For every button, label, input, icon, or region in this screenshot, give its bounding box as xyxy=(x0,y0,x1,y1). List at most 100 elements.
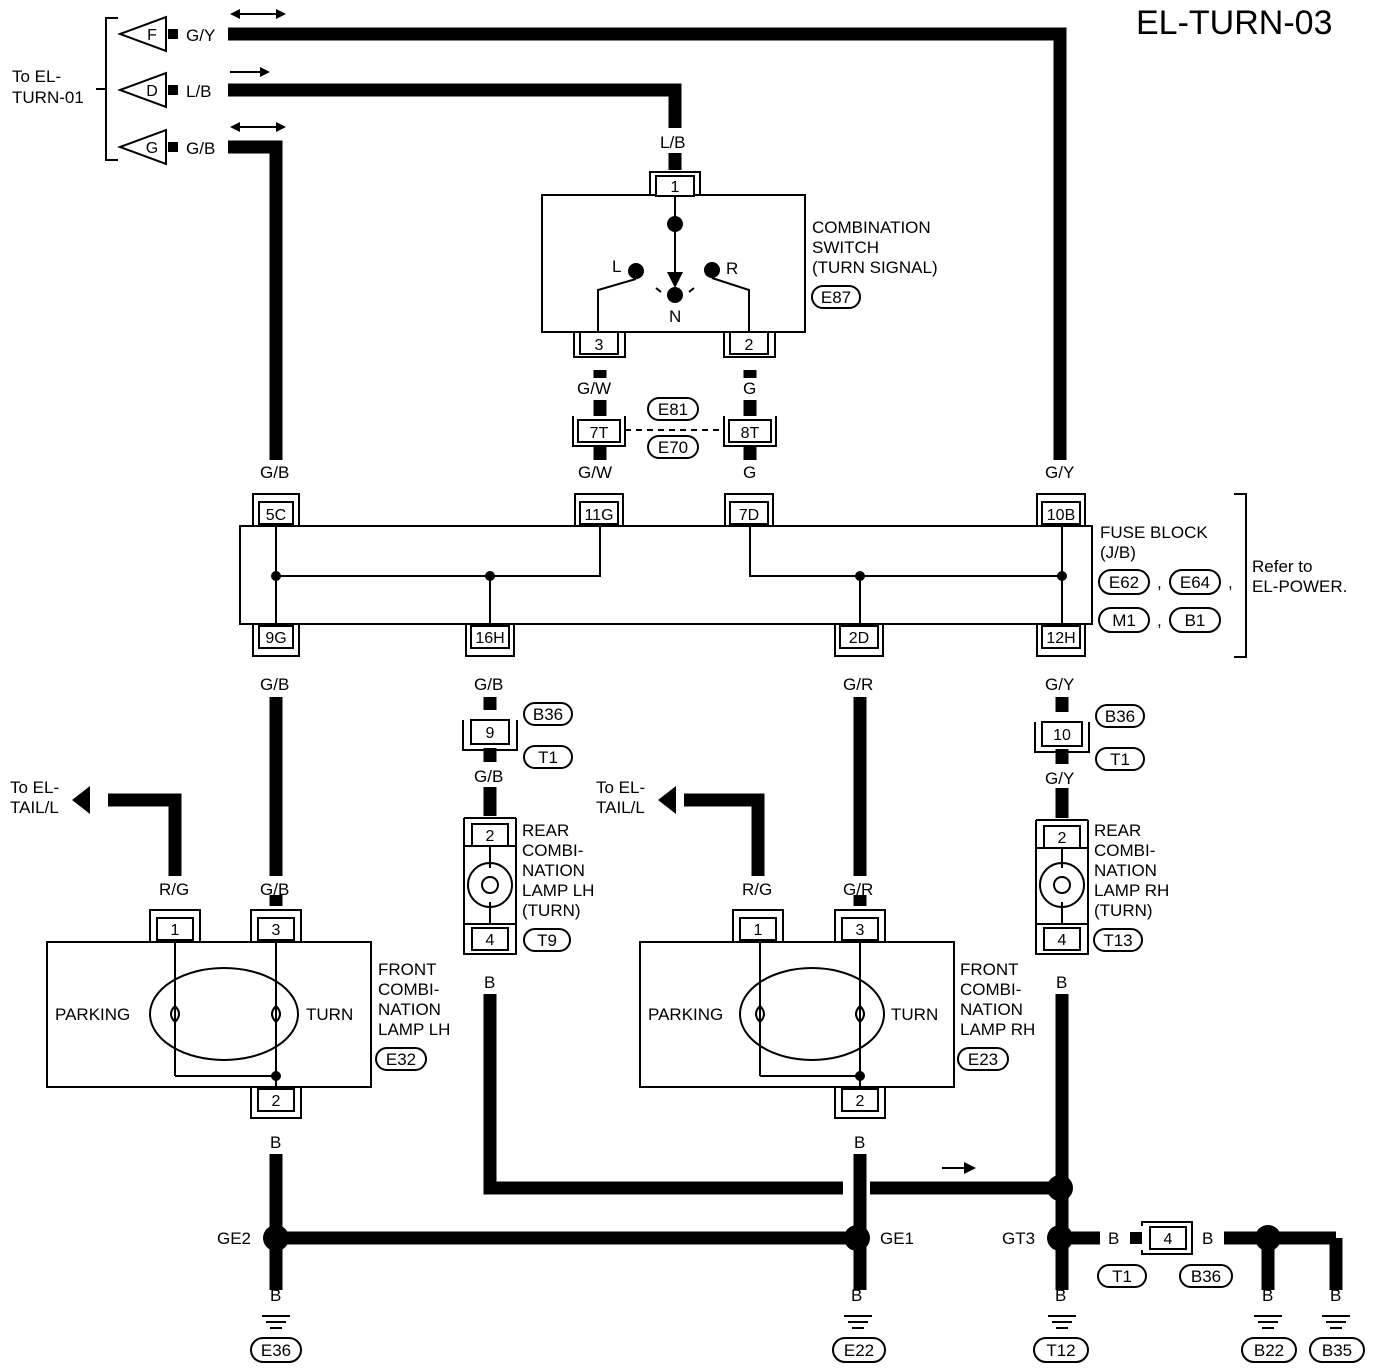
joint-pin-7t: 7T xyxy=(590,425,609,442)
connector-g[interactable]: G xyxy=(117,128,178,166)
svg-text:3: 3 xyxy=(856,922,865,939)
wire-f-label: G/Y xyxy=(186,26,215,45)
combination-switch: L/B 1 3 2 L R N COMBINATION SW xyxy=(541,133,938,358)
wires-top xyxy=(228,27,1067,460)
svg-text:R/G: R/G xyxy=(115,791,145,810)
connector-f-letter: F xyxy=(147,27,157,44)
svg-text:G/R: G/R xyxy=(843,880,873,899)
joint-connector-e81: E81 xyxy=(658,400,688,419)
rear-lamp-lh-connector: T9 xyxy=(537,931,557,950)
front-lamp-lh-box xyxy=(46,941,372,1088)
fb-connector-e64: E64 xyxy=(1180,573,1210,592)
svg-text:R/G: R/G xyxy=(159,880,189,899)
fb-top-wire-4: G/Y xyxy=(1045,463,1074,482)
fuse-block-name-2: (J/B) xyxy=(1100,543,1136,562)
fb-bottom-wire-4: G/Y xyxy=(1045,675,1074,694)
svg-text:2D: 2D xyxy=(849,630,869,647)
svg-text:COMBI-: COMBI- xyxy=(378,980,439,999)
wire-gb-main xyxy=(228,140,283,460)
connector-f[interactable]: F xyxy=(117,15,178,53)
svg-text:E22: E22 xyxy=(844,1341,874,1360)
ground-inline-b36: B36 xyxy=(1191,1267,1221,1286)
svg-text:1: 1 xyxy=(171,922,180,939)
svg-text:LAMP LH: LAMP LH xyxy=(522,881,594,900)
signal-arrow-bottom xyxy=(942,1162,976,1174)
svg-text:B22: B22 xyxy=(1254,1341,1284,1360)
fb-connector-b1: B1 xyxy=(1185,611,1206,630)
wire-d-label: L/B xyxy=(186,82,212,101)
svg-text:GT3: GT3 xyxy=(1002,1229,1035,1248)
svg-text:B: B xyxy=(1330,1286,1341,1305)
svg-text:NATION: NATION xyxy=(522,861,585,880)
inline-10-wire: G/Y xyxy=(1045,769,1074,788)
rear-lamp-lh: 2 4 REAR COMBI- NATION LAMP LH (TURN) T9… xyxy=(463,817,594,992)
front-lamp-lh-connector: E32 xyxy=(386,1050,416,1069)
svg-text:B: B xyxy=(484,973,495,992)
svg-text:,: , xyxy=(1157,573,1162,592)
svg-text:LAMP RH: LAMP RH xyxy=(960,1020,1035,1039)
junction-dot-bus xyxy=(1047,1175,1073,1201)
ground-t12: B T12 xyxy=(1033,1286,1089,1363)
fb-pin-12h: 12H xyxy=(1036,624,1086,657)
switch-name-3: (TURN SIGNAL) xyxy=(812,258,938,277)
inline-9-t1: T1 xyxy=(538,748,558,767)
refer-bracket xyxy=(1234,493,1247,658)
combination-switch-box xyxy=(541,194,806,333)
wire-g-label: G/B xyxy=(186,139,215,158)
svg-text:REAR: REAR xyxy=(1094,821,1141,840)
inline-10-t1: T1 xyxy=(1110,750,1130,769)
to-tail-right: To EL- TAIL/L R/G xyxy=(596,778,730,817)
svg-text:3: 3 xyxy=(272,922,281,939)
wire-gw-label-1: G/W xyxy=(577,379,611,398)
svg-text:1: 1 xyxy=(671,179,680,196)
svg-text:B: B xyxy=(1056,973,1067,992)
switch-name-2: SWITCH xyxy=(812,238,879,257)
wire-gy-main xyxy=(228,27,1067,460)
svg-text:T12: T12 xyxy=(1046,1341,1075,1360)
inline-connector-10: 10 B36 T1 G/Y xyxy=(1034,704,1145,788)
joint-connectors: 7T 8T E81 E70 xyxy=(572,397,777,459)
svg-text:1: 1 xyxy=(754,922,763,939)
svg-text:COMBI-: COMBI- xyxy=(522,841,583,860)
svg-text:TURN: TURN xyxy=(306,1005,353,1024)
switch-position-n: N xyxy=(669,307,681,326)
ground-symbols: B E36 B E22 B T12 B xyxy=(250,1286,1365,1363)
fb-top-wire-1: G/B xyxy=(260,463,289,482)
rear-lamp-rh-connector: T13 xyxy=(1103,931,1132,950)
svg-text:B: B xyxy=(1055,1286,1066,1305)
fb-connector-e62: E62 xyxy=(1109,573,1139,592)
svg-text:3: 3 xyxy=(595,337,604,354)
direction-arrows xyxy=(230,9,286,132)
svg-text:TURN: TURN xyxy=(891,1005,938,1024)
svg-text:LAMP LH: LAMP LH xyxy=(378,1020,450,1039)
svg-text:FRONT: FRONT xyxy=(378,960,437,979)
switch-name-1: COMBINATION xyxy=(812,218,931,237)
fb-top-wire-2: G/W xyxy=(578,463,612,482)
fuse-block: 5C 11G 7D 10B 9G 16H xyxy=(239,493,1347,658)
fb-pin-10b: 10B xyxy=(1036,493,1086,526)
rear-lamp-rh: 2 4 REAR COMBI- NATION LAMP RH (TURN) T1… xyxy=(1035,819,1169,992)
svg-text:R/G: R/G xyxy=(700,791,730,810)
svg-text:LAMP RH: LAMP RH xyxy=(1094,881,1169,900)
inline-9-wire: G/B xyxy=(474,767,503,786)
switch-connector-code: E87 xyxy=(821,288,851,307)
front-lamp-rh-box xyxy=(639,941,955,1088)
fb-top-wire-3: G xyxy=(743,463,756,482)
to-tail-left: To EL- TAIL/L R/G xyxy=(10,778,145,817)
svg-text:To EL-: To EL- xyxy=(596,778,645,797)
connector-d[interactable]: D xyxy=(117,71,178,109)
inline-connector-9: 9 B36 T1 G/B xyxy=(462,702,573,786)
svg-text:12H: 12H xyxy=(1046,630,1075,647)
ground-point-ge1 xyxy=(844,1225,870,1251)
svg-text:GE1: GE1 xyxy=(880,1229,914,1248)
svg-text:B: B xyxy=(851,1286,862,1305)
ground-b22: B B22 xyxy=(1241,1286,1297,1363)
svg-text:NATION: NATION xyxy=(378,1000,441,1019)
refer-label-1: Refer to xyxy=(1252,557,1312,576)
turn01-bracket xyxy=(105,17,118,161)
switch-position-l: L xyxy=(612,257,621,276)
svg-text:E36: E36 xyxy=(261,1341,291,1360)
svg-text:2: 2 xyxy=(272,1093,281,1110)
svg-text:B: B xyxy=(1108,1229,1119,1248)
